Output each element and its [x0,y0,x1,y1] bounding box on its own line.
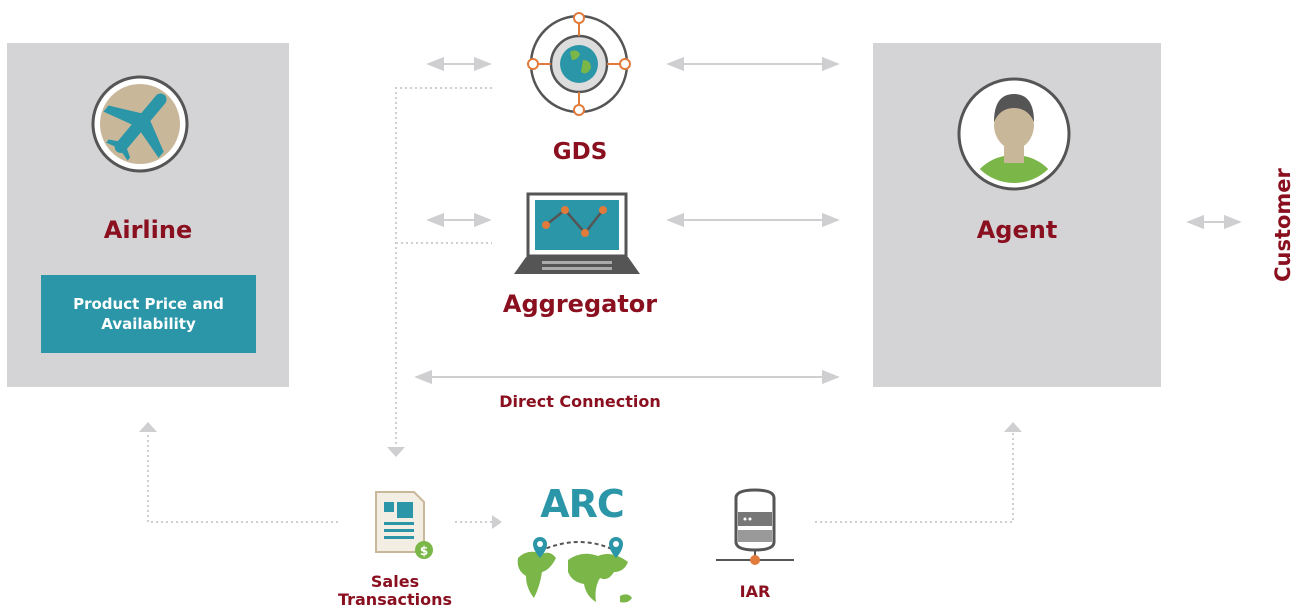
airline-label: Airline [103,216,193,244]
aggregator-label: Aggregator [502,290,658,318]
arrowhead-up-airline [139,422,157,432]
svg-text:$: $ [420,544,428,558]
arrowhead-right-arc [492,515,502,529]
product-price-box: Product Price and Availability [41,275,256,353]
iar-label: IAR [739,582,771,601]
product-price-label: Product Price and Availability [73,295,224,333]
sales-document-icon: $ [375,491,433,559]
gds-label: GDS [552,139,608,165]
arrowhead-up-agent [1004,422,1022,432]
agent-person-icon [957,77,1071,191]
globe-network-icon [527,12,631,116]
sales-transactions-label: Sales Transactions [337,572,453,609]
server-database-icon [716,488,794,565]
laptop-chart-icon [514,192,640,274]
dotted-data-flow [147,87,1014,523]
direct-connection-label: Direct Connection [499,392,661,411]
arc-logo: ARC [540,482,625,526]
airplane-icon [91,75,189,173]
world-map-icon [517,537,632,603]
arrowhead-down-sales [387,447,405,457]
agent-label: Agent [976,216,1058,244]
customer-label: Customer [1271,168,1295,282]
